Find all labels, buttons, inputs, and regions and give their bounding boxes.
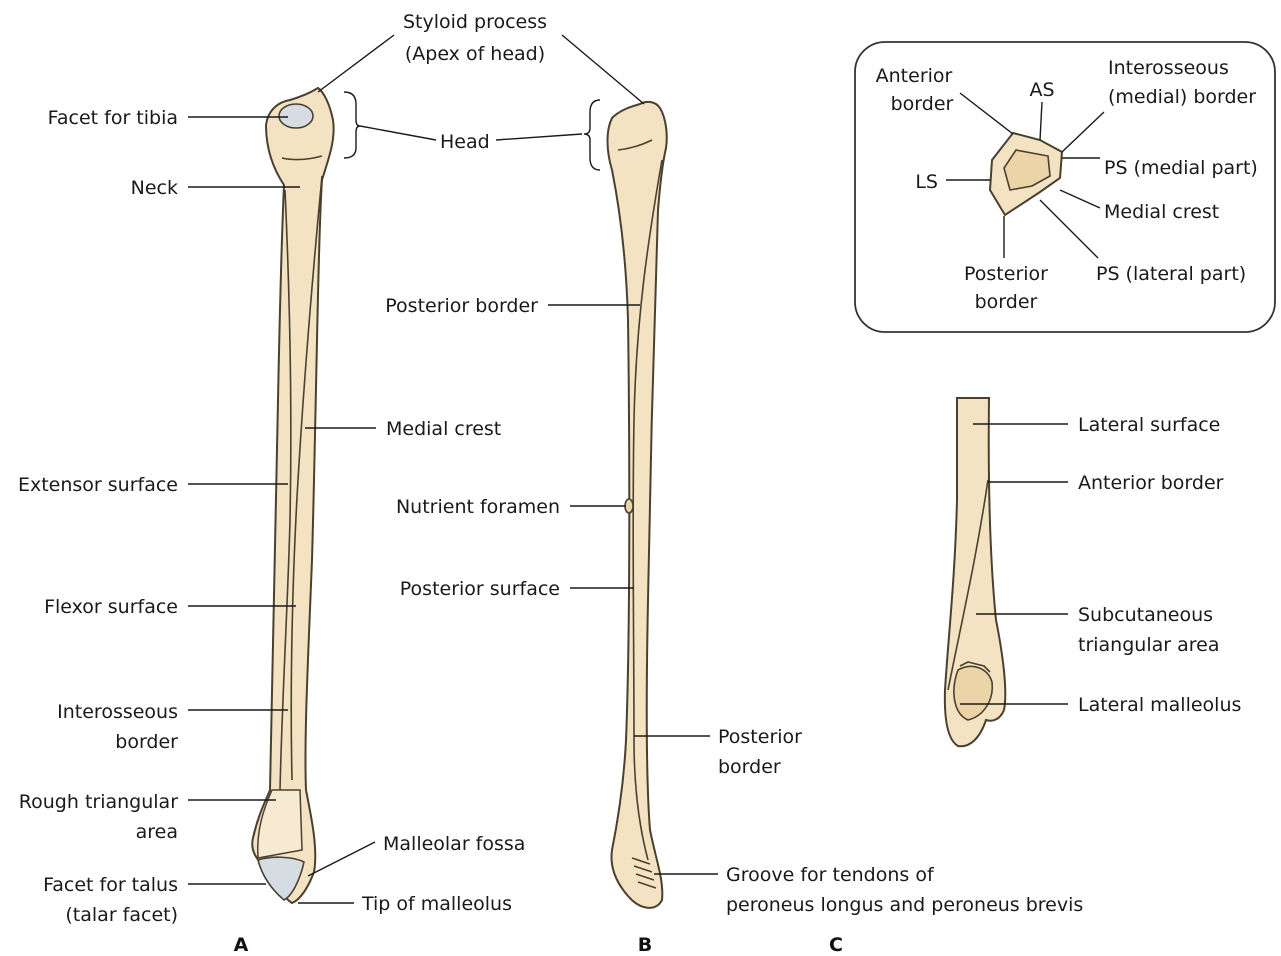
nutrient-foramen-shape	[625, 499, 633, 513]
label-styloid-line1: Styloid process	[403, 11, 547, 33]
label-head: Head	[440, 131, 490, 153]
label-inset-as: AS	[1029, 79, 1054, 101]
label-tip-malleolus: Tip of malleolus	[361, 893, 512, 915]
leader-malleolar-fossa	[308, 842, 375, 876]
label-posterior-border-b1: Posterior border	[385, 295, 538, 317]
label-groove-line2: peroneus longus and peroneus brevis	[726, 894, 1083, 916]
label-rough-line2: area	[136, 821, 178, 843]
label-interosseous-line1: Interosseous	[57, 701, 178, 723]
panel-letters: A B C	[234, 934, 843, 956]
label-posterior-surface: Posterior surface	[400, 578, 560, 600]
label-anterior-border-c: Anterior border	[1078, 472, 1224, 494]
leader-styloid-a	[318, 35, 394, 92]
label-lateral-malleolus: Lateral malleolus	[1078, 694, 1241, 716]
head-brace-a	[344, 92, 360, 158]
fibula-view-c	[945, 398, 1005, 746]
label-inset-ps-lateral: PS (lateral part)	[1096, 263, 1246, 285]
fibula-b-outline	[608, 102, 667, 908]
label-inset-ps-medial: PS (medial part)	[1104, 157, 1258, 179]
panel-label-b: B	[638, 934, 652, 956]
label-facet-talus-line1: Facet for talus	[43, 874, 178, 896]
label-inset-anterior-line2: border	[891, 93, 954, 115]
label-posterior-border-b2-line1: Posterior	[718, 726, 802, 748]
label-subcutaneous-line1: Subcutaneous	[1078, 604, 1213, 626]
label-facet-talus-line2: (talar facet)	[65, 904, 178, 926]
label-groove-line1: Groove for tendons of	[726, 864, 935, 886]
label-neck: Neck	[131, 177, 178, 199]
leader-head-a	[360, 126, 436, 140]
leader-styloid-b	[562, 35, 644, 104]
panel-label-a: A	[234, 934, 249, 956]
label-medial-crest-a: Medial crest	[386, 418, 501, 440]
label-inset-posterior-line2: border	[975, 291, 1038, 313]
label-rough-line1: Rough triangular	[19, 791, 178, 813]
panel-label-c: C	[829, 934, 843, 956]
label-flexor-surface: Flexor surface	[44, 596, 178, 618]
label-subcutaneous-line2: triangular area	[1078, 634, 1219, 656]
fibula-view-b	[608, 102, 667, 908]
fibula-view-a	[252, 88, 333, 903]
fibula-a-outline	[252, 88, 333, 903]
label-facet-for-tibia: Facet for tibia	[48, 107, 178, 129]
labels-view-c: Lateral surface Anterior border Subcutan…	[1078, 414, 1241, 716]
head-brace-b	[584, 100, 600, 170]
label-malleolar-fossa: Malleolar fossa	[383, 833, 525, 855]
label-lateral-surface: Lateral surface	[1078, 414, 1220, 436]
label-inset-posterior-line1: Posterior	[964, 263, 1048, 285]
label-inset-medial-crest: Medial crest	[1104, 201, 1219, 223]
label-styloid-line2: (Apex of head)	[405, 43, 545, 65]
label-inset-anterior-line1: Anterior	[876, 65, 953, 87]
facet-for-tibia-shape	[279, 104, 313, 128]
label-inset-interosseous-line2: (medial) border	[1108, 86, 1256, 108]
label-nutrient-foramen: Nutrient foramen	[396, 496, 560, 518]
label-extensor-surface: Extensor surface	[18, 474, 178, 496]
label-interosseous-line2: border	[115, 731, 178, 753]
leader-head-b	[496, 134, 582, 140]
label-inset-ls: LS	[915, 171, 938, 193]
label-posterior-border-b2-line2: border	[718, 756, 781, 778]
label-inset-interosseous-line1: Interosseous	[1108, 57, 1229, 79]
